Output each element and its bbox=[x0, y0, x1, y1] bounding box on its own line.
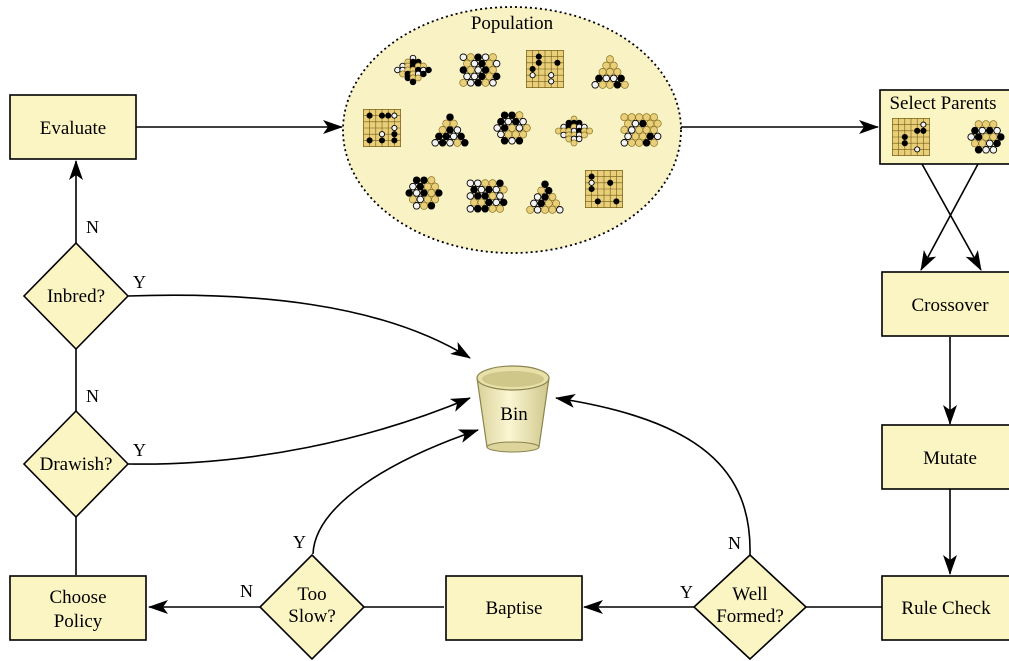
bin-base bbox=[486, 441, 540, 453]
edge-label-inbred-y: Y bbox=[133, 272, 146, 292]
crossover-node: Crossover bbox=[881, 271, 1009, 337]
edge-label-too-slow-n: N bbox=[240, 581, 253, 601]
baptise-node: Baptise bbox=[445, 575, 583, 641]
baptise-label: Baptise bbox=[486, 598, 543, 619]
population-board-triangle bbox=[591, 55, 629, 89]
parent-board-hexagon bbox=[967, 120, 1005, 154]
edge-label-drawish-y: Y bbox=[133, 440, 146, 460]
crossover-label: Crossover bbox=[911, 295, 989, 316]
population-board-hex-square bbox=[459, 53, 501, 87]
well-formed-label-line1: Well bbox=[732, 584, 767, 605]
edge-parent-a-to-crossover bbox=[921, 163, 982, 271]
population-board-hexagon bbox=[493, 111, 531, 145]
too-slow-label-line2: Slow? bbox=[288, 606, 336, 627]
parent-board-square-grid bbox=[892, 118, 930, 156]
population-board-square-grid bbox=[526, 50, 564, 88]
population-boards bbox=[363, 50, 662, 214]
population-board-hex-square bbox=[620, 113, 662, 147]
population-label: Population bbox=[471, 13, 554, 34]
edge-drawish-to-bin bbox=[127, 397, 471, 465]
population-board-triangle bbox=[431, 113, 469, 147]
inbred-node: Inbred? bbox=[22, 241, 130, 351]
well-formed-label-line2: Formed? bbox=[716, 606, 784, 627]
choose-policy-label-line2: Policy bbox=[54, 611, 103, 632]
population-board-square-grid bbox=[585, 170, 623, 208]
bin-node: Bin bbox=[476, 365, 550, 453]
population-board-square-grid bbox=[363, 109, 401, 147]
mutate-label: Mutate bbox=[923, 448, 977, 469]
inbred-label: Inbred? bbox=[47, 286, 105, 307]
population-board-hex-diamond bbox=[555, 115, 593, 147]
mutate-node: Mutate bbox=[881, 424, 1009, 490]
edge-well-formed-to-bin bbox=[555, 393, 751, 556]
edges bbox=[69, 120, 982, 614]
select-parents-label: Select Parents bbox=[889, 93, 996, 114]
edge-parent-b-to-crossover bbox=[920, 163, 979, 271]
rule-check-label: Rule Check bbox=[901, 598, 991, 619]
evaluate-node: Evaluate bbox=[9, 94, 137, 160]
bin-label: Bin bbox=[500, 404, 528, 425]
too-slow-label-line1: Too bbox=[297, 584, 326, 605]
well-formed-node: Well Formed? bbox=[692, 553, 808, 661]
choose-policy-label-line1: Choose bbox=[50, 587, 107, 608]
edge-label-well-formed-n: N bbox=[728, 533, 741, 553]
edge-inbred-to-bin bbox=[127, 294, 471, 359]
population-board-hex-diamond bbox=[394, 54, 432, 86]
edge-label-well-formed-y: Y bbox=[680, 582, 693, 602]
population-board-triangle bbox=[526, 180, 564, 214]
bin-opening bbox=[482, 371, 544, 387]
population-board-hexagon bbox=[405, 176, 443, 210]
edge-label-too-slow-y: Y bbox=[293, 532, 306, 552]
rule-check-node: Rule Check bbox=[881, 575, 1009, 641]
population-node: Population bbox=[342, 6, 682, 254]
edge-label-inbred-n: N bbox=[86, 217, 99, 237]
choose-policy-node: Choose Policy bbox=[9, 575, 147, 641]
drawish-node: Drawish? bbox=[22, 409, 130, 519]
population-board-hex-square bbox=[466, 179, 508, 213]
too-slow-node: Too Slow? bbox=[258, 553, 366, 661]
edge-labels: N Y N Y Y N N Y bbox=[86, 217, 741, 602]
select-parents-node: Select Parents bbox=[879, 89, 1009, 165]
drawish-label: Drawish? bbox=[40, 454, 113, 475]
edge-too-slow-to-bin bbox=[312, 429, 479, 555]
edge-label-drawish-n: N bbox=[86, 386, 99, 406]
evaluate-label: Evaluate bbox=[40, 118, 106, 139]
parent-boards bbox=[892, 118, 1005, 156]
